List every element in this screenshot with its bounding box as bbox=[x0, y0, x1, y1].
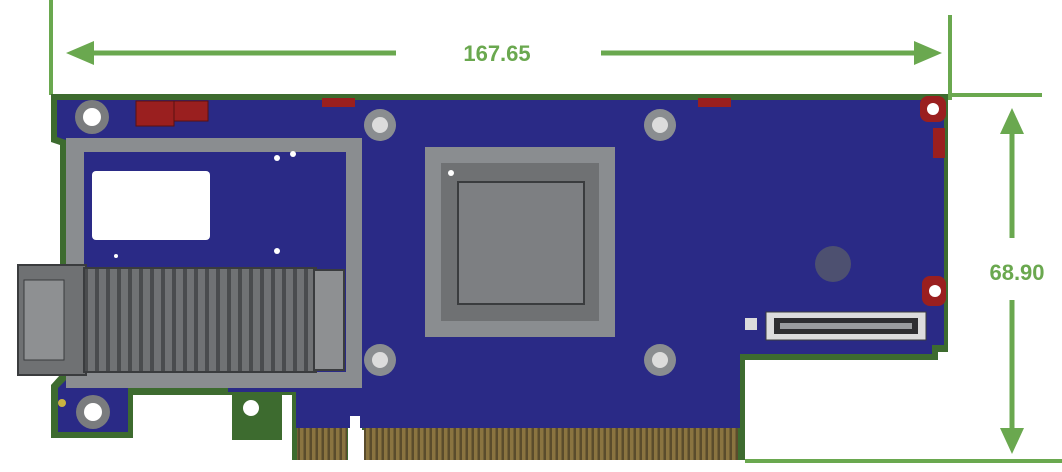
side-connector-right bbox=[933, 128, 945, 158]
screw-hole-3-inner bbox=[372, 352, 388, 368]
slim-connector-slot bbox=[780, 323, 912, 329]
top-connector-right bbox=[698, 98, 731, 107]
height-arrowhead-top bbox=[1000, 108, 1024, 134]
top-connector-left-a bbox=[135, 100, 175, 127]
mount-hole-bottom-left-inner bbox=[84, 403, 102, 421]
mount-hole-top-left-inner bbox=[83, 108, 101, 126]
width-dimension: 167.65 bbox=[49, 0, 952, 100]
top-connector-mid bbox=[322, 98, 355, 107]
cage-rear bbox=[313, 269, 345, 371]
dot-1 bbox=[274, 155, 280, 161]
dot-3 bbox=[274, 248, 280, 254]
chip-die bbox=[457, 181, 585, 305]
height-arrowhead-bottom bbox=[1000, 428, 1024, 454]
fiducial bbox=[815, 246, 851, 282]
small-pad-right bbox=[745, 318, 757, 330]
corner-hole-right-b bbox=[929, 285, 941, 297]
width-arrowhead-right bbox=[914, 41, 942, 65]
gold-fingers-right bbox=[364, 428, 738, 460]
cage-front-inner bbox=[23, 279, 65, 361]
height-label: 68.90 bbox=[989, 260, 1044, 285]
width-label: 167.65 bbox=[463, 41, 530, 66]
screw-hole-2-inner bbox=[652, 117, 668, 133]
screw-hole-1-inner bbox=[372, 117, 388, 133]
screw-hole-4-inner bbox=[652, 352, 668, 368]
small-indicator bbox=[58, 399, 66, 407]
height-dimension: 68.90 bbox=[745, 93, 1062, 463]
dot-4 bbox=[114, 254, 118, 258]
heatsink bbox=[83, 267, 317, 373]
corner-hole-top-right bbox=[927, 103, 939, 115]
dot-2 bbox=[290, 151, 296, 157]
chip-marker bbox=[448, 170, 454, 176]
finger-key-notch bbox=[350, 416, 360, 462]
label-window bbox=[92, 171, 210, 240]
mounting-holes bbox=[75, 100, 941, 429]
width-arrowhead-left bbox=[66, 41, 94, 65]
top-connector-left-b bbox=[173, 100, 209, 122]
bracket-hole bbox=[243, 400, 259, 416]
gold-fingers-left bbox=[297, 428, 347, 460]
